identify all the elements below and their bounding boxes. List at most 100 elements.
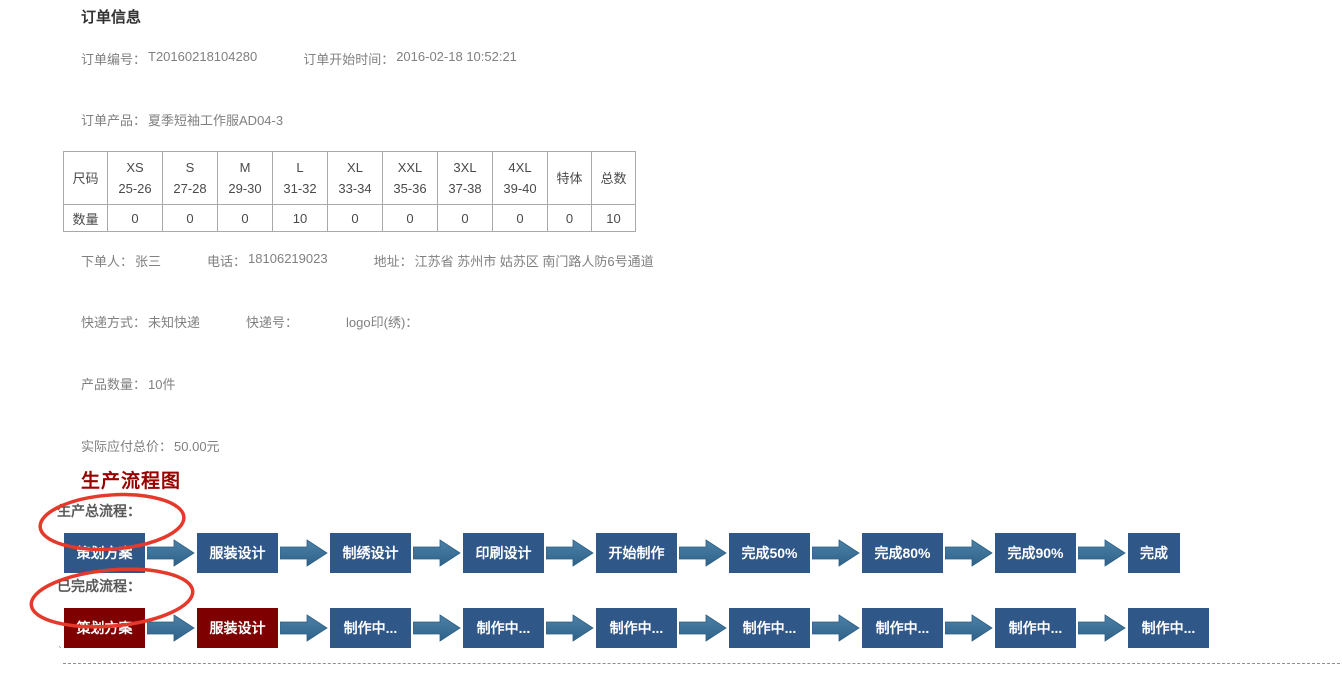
flow-arrow-icon <box>812 614 860 642</box>
logo-print-label: logo印(绣)： <box>346 315 419 330</box>
flow-arrow-icon <box>280 614 328 642</box>
page-title: 订单信息 <box>81 9 142 26</box>
flow-chart-heading: 生产流程图 <box>81 471 182 492</box>
flow-step: 印刷设计 <box>463 533 544 573</box>
flow-arrow-icon <box>546 614 594 642</box>
flow-step: 开始制作 <box>596 533 677 573</box>
buyer-name: 下单人：张三 <box>81 251 161 270</box>
quantity-cell: 10 <box>272 204 328 232</box>
product-qty-line: 产品数量：10件 <box>81 374 175 393</box>
quantity-cell: 0 <box>492 204 548 232</box>
size-row-header: 尺码 <box>63 151 108 205</box>
stray-mark: ` <box>58 644 62 658</box>
flow-step: 完成50% <box>729 533 810 573</box>
buyer-address-value: 江苏省 苏州市 姑苏区 南门路人防6号通道 <box>414 254 654 269</box>
quantity-cell: 0 <box>162 204 218 232</box>
flow-step: 制绣设计 <box>330 533 411 573</box>
flow-row-done: 策划方案 服装设计 制作中... 制作中... 制作中... 制作中... 制作中... 制作… <box>64 608 1209 648</box>
buyer-name-value: 张三 <box>135 254 162 269</box>
buyer-address: 地址：江苏省 苏州市 姑苏区 南门路人防6号通道 <box>374 251 654 270</box>
quantity-cell: 0 <box>382 204 438 232</box>
flow-step: 制作中... <box>995 608 1076 648</box>
flow-step: 制作中... <box>330 608 411 648</box>
flow-step: 制作中... <box>862 608 943 648</box>
flow-step: 完成80% <box>862 533 943 573</box>
total-price: 实际应付总价：50.00元 <box>81 436 220 455</box>
tracking-number-label: 快递号： <box>246 315 299 330</box>
order-start-time: 订单开始时间：2016-02-18 10:52:21 <box>303 49 517 68</box>
flow-arrow-icon <box>546 539 594 567</box>
flow-step: 策划方案 <box>64 533 145 573</box>
order-number-value: T20160218104280 <box>148 49 258 64</box>
quantity-cell: 0 <box>437 204 493 232</box>
order-product-label: 订单产品： <box>81 113 147 128</box>
shipping-method-label: 快递方式： <box>81 315 147 330</box>
quantity-cell: 10 <box>591 204 636 232</box>
flow-arrow-icon <box>147 614 195 642</box>
flow-arrow-icon <box>945 614 993 642</box>
order-number-label: 订单编号： <box>81 52 147 67</box>
flow-arrow-icon <box>812 539 860 567</box>
shipping-method: 快递方式：未知快递 <box>81 312 200 331</box>
size-column-header: 特体 <box>547 151 592 205</box>
flow-arrow-icon <box>679 614 727 642</box>
quantity-cell: 0 <box>217 204 273 232</box>
flow-step: 制作中... <box>729 608 810 648</box>
qty-row-header: 数量 <box>63 204 108 232</box>
buyer-phone-label: 电话： <box>207 254 247 269</box>
buyer-phone: 电话：18106219023 <box>207 251 328 270</box>
flow-step: 服装设计 <box>197 608 278 648</box>
order-product: 订单产品：夏季短袖工作服AD04-3 <box>81 110 283 129</box>
flow-arrow-icon <box>413 614 461 642</box>
flow-arrow-icon <box>1078 539 1126 567</box>
buyer-address-label: 地址： <box>373 254 413 269</box>
flow-step: 制作中... <box>1128 608 1209 648</box>
total-price-label: 实际应付总价： <box>81 439 173 454</box>
order-start-time-value: 2016-02-18 10:52:21 <box>396 49 517 64</box>
flow-arrow-icon <box>147 539 195 567</box>
buyer-name-label: 下单人： <box>81 254 134 269</box>
tracking-number: 快递号： <box>246 312 300 331</box>
flow-row-total: 策划方案 服装设计 制绣设计 印刷设计 开始制作 完成50% 完成80% 完成90% 完成 <box>64 533 1180 573</box>
product-qty: 产品数量：10件 <box>81 374 175 393</box>
size-column-header: 总数 <box>591 151 636 205</box>
order-meta-line: 订单编号：T20160218104280 订单开始时间：2016-02-18 1… <box>81 49 517 68</box>
flow-arrow-icon <box>413 539 461 567</box>
logo-print: logo印(绣)： <box>346 312 420 331</box>
total-price-line: 实际应付总价：50.00元 <box>81 436 220 455</box>
flow-arrow-icon <box>679 539 727 567</box>
flow-step: 策划方案 <box>64 608 145 648</box>
total-price-value: 50.00元 <box>174 439 220 454</box>
product-qty-value: 10件 <box>148 377 176 392</box>
quantity-cell: 0 <box>107 204 163 232</box>
flow-step: 完成 <box>1128 533 1180 573</box>
shipping-line: 快递方式：未知快递 快递号： logo印(绣)： <box>81 312 420 331</box>
buyer-phone-value: 18106219023 <box>248 251 328 266</box>
flow-step: 制作中... <box>463 608 544 648</box>
quantity-cell: 0 <box>547 204 592 232</box>
order-start-time-label: 订单开始时间： <box>303 52 395 67</box>
dashed-divider <box>63 663 1340 664</box>
total-flow-label: 生产总流程： <box>57 503 141 519</box>
flow-step: 完成90% <box>995 533 1076 573</box>
buyer-line: 下单人：张三 电话：18106219023 地址：江苏省 苏州市 姑苏区 南门路… <box>81 251 654 270</box>
flow-arrow-icon <box>945 539 993 567</box>
done-flow-label: 已完成流程： <box>57 578 141 594</box>
flow-arrow-icon <box>280 539 328 567</box>
flow-step: 制作中... <box>596 608 677 648</box>
product-qty-label: 产品数量： <box>81 377 147 392</box>
quantity-cell: 0 <box>327 204 383 232</box>
flow-step: 服装设计 <box>197 533 278 573</box>
flow-arrow-icon <box>1078 614 1126 642</box>
